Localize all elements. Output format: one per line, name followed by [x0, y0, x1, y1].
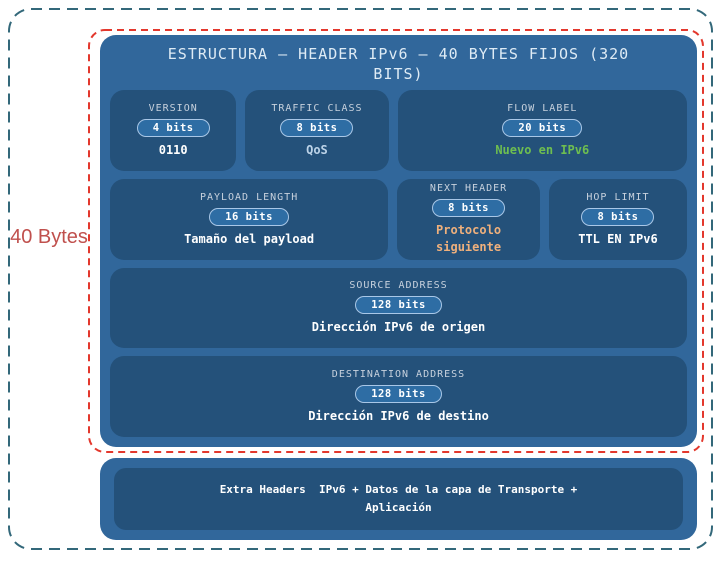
extra-headers-box: Extra Headers IPv6 + Datos de la capa de…	[114, 468, 683, 530]
field-label: DESTINATION ADDRESS	[331, 369, 466, 381]
field-value: Dirección IPv6 de origen	[311, 320, 486, 335]
field-value: QoS	[306, 142, 328, 157]
bits-pill: 4 bits	[136, 118, 210, 137]
bits-pill: 8 bits	[432, 199, 506, 218]
field-row-3: SOURCE ADDRESS 128 bits Dirección IPv6 d…	[110, 267, 687, 349]
header-structure-panel: ESTRUCTURA – HEADER IPv6 – 40 BYTES FIJO…	[100, 35, 697, 447]
bits-pill: 8 bits	[581, 207, 655, 226]
bits-pill: 128 bits	[355, 385, 442, 404]
field-source-address: SOURCE ADDRESS 128 bits Dirección IPv6 d…	[110, 267, 687, 349]
field-label: TRAFFIC CLASS	[271, 102, 363, 114]
field-value: Tamaño del payload	[184, 231, 315, 246]
field-value: 0110	[158, 142, 188, 157]
field-label: SOURCE ADDRESS	[349, 280, 448, 292]
field-flow-label: FLOW LABEL 20 bits Nuevo en IPv6	[397, 90, 687, 171]
field-row-1: VERSION 4 bits 0110 TRAFFIC CLASS 8 bits…	[110, 90, 687, 171]
field-value: Dirección IPv6 de destino	[308, 409, 489, 424]
field-payload-length: PAYLOAD LENGTH 16 bits Tamaño del payloa…	[110, 178, 389, 260]
field-value: Protocolo siguiente	[436, 223, 502, 254]
field-next-header: NEXT HEADER 8 bits Protocolo siguiente	[397, 178, 540, 260]
bits-pill: 128 bits	[355, 296, 442, 315]
forty-bytes-annotation: 40 Bytes	[10, 226, 88, 248]
field-version: VERSION 4 bits 0110	[110, 90, 237, 171]
field-rows: VERSION 4 bits 0110 TRAFFIC CLASS 8 bits…	[110, 90, 687, 437]
field-label: FLOW LABEL	[507, 102, 578, 114]
field-label: NEXT HEADER	[429, 183, 508, 195]
field-hop-limit: HOP LIMIT 8 bits TTL EN IPv6	[548, 178, 687, 260]
bits-pill: 8 bits	[280, 118, 354, 137]
extra-headers-panel: Extra Headers IPv6 + Datos de la capa de…	[100, 458, 697, 540]
field-label: PAYLOAD LENGTH	[199, 191, 299, 203]
field-label: HOP LIMIT	[586, 191, 650, 203]
field-label: VERSION	[148, 102, 198, 114]
diagram-title: ESTRUCTURA – HEADER IPv6 – 40 BYTES FIJO…	[167, 45, 630, 83]
field-destination-address: DESTINATION ADDRESS 128 bits Dirección I…	[110, 356, 687, 437]
field-traffic-class: TRAFFIC CLASS 8 bits QoS	[245, 90, 389, 171]
field-row-4: DESTINATION ADDRESS 128 bits Dirección I…	[110, 356, 687, 437]
field-value: Nuevo en IPv6	[495, 142, 590, 157]
extra-headers-text: Extra Headers IPv6 + Datos de la capa de…	[219, 483, 584, 514]
bits-pill: 20 bits	[502, 118, 583, 137]
field-row-2: PAYLOAD LENGTH 16 bits Tamaño del payloa…	[110, 178, 687, 260]
bits-pill: 16 bits	[209, 207, 289, 226]
field-value: TTL EN IPv6	[578, 231, 658, 246]
